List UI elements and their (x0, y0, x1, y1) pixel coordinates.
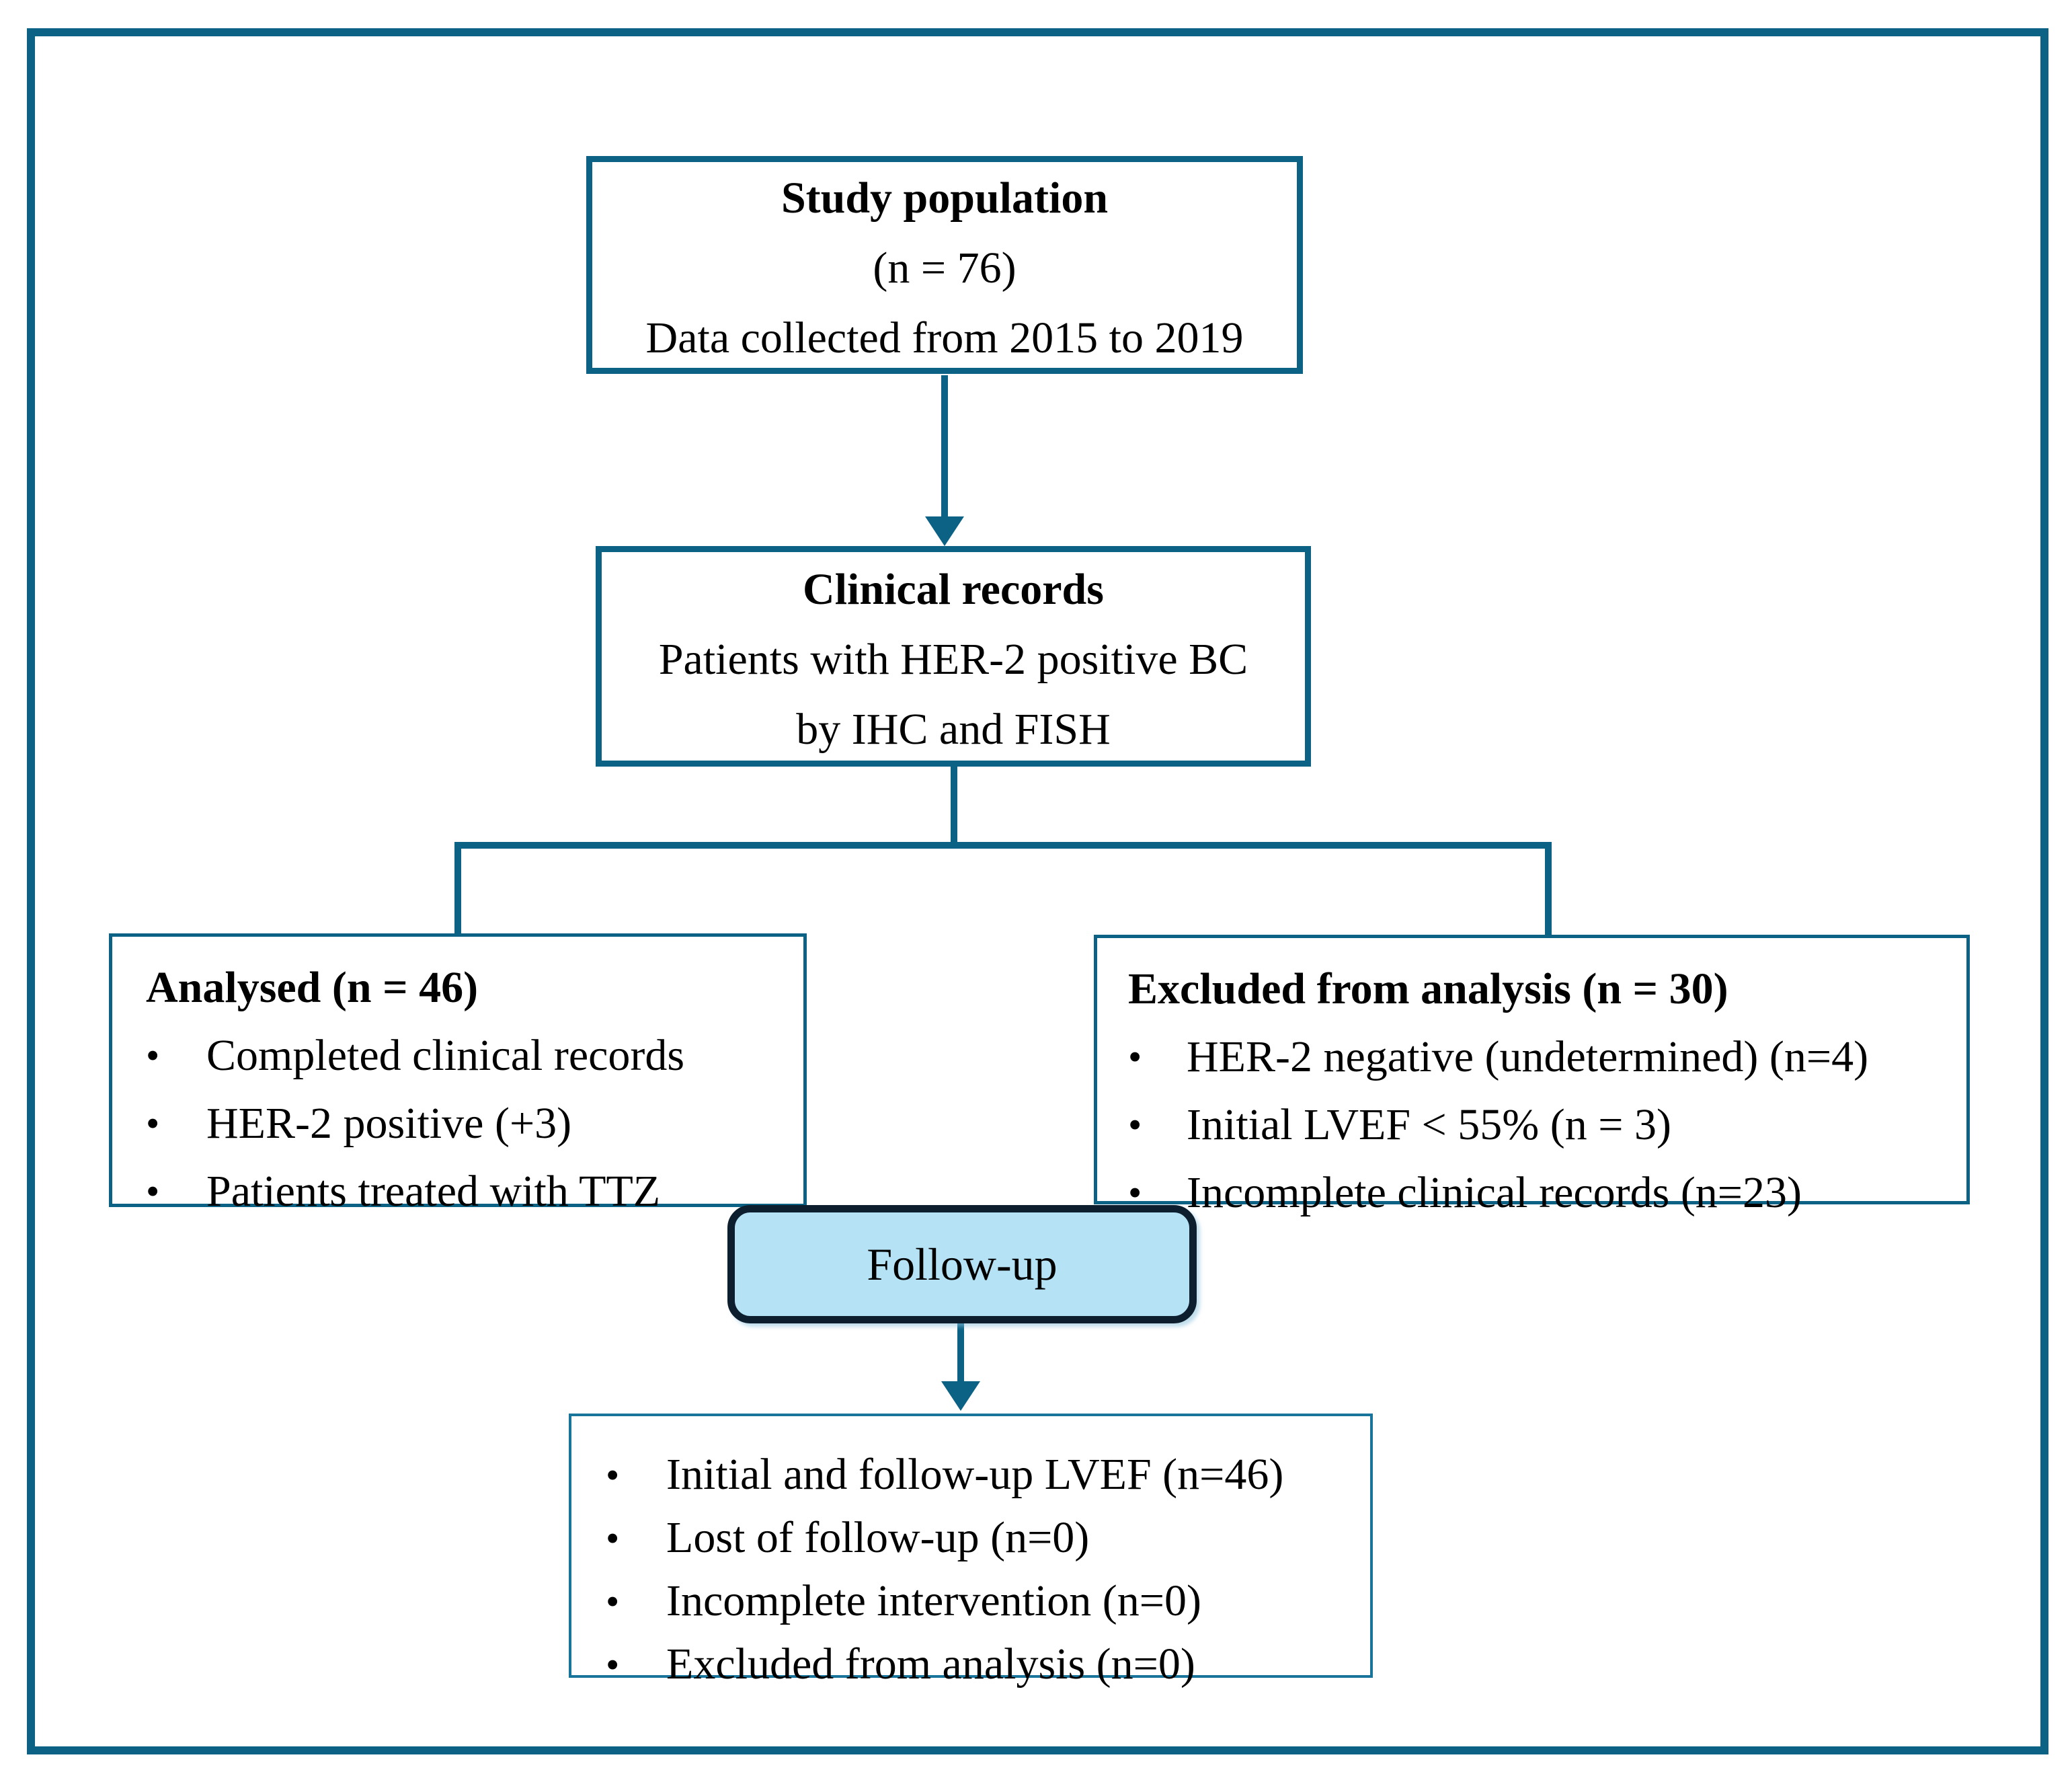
connector-line (454, 842, 1552, 849)
bullet-item: Initial LVEF < 55% (n = 3) (1128, 1091, 1956, 1159)
follow-up-detail-item: Incomplete intervention (n=0) (666, 1576, 1201, 1625)
bullet-item: Incomplete intervention (n=0) (606, 1570, 1363, 1633)
bullet-item: Excluded from analysis (n=0) (606, 1633, 1363, 1696)
connector-line (454, 842, 461, 935)
bullet-item: HER-2 positive (+3) (146, 1089, 793, 1157)
analysed-item: Completed clinical records (206, 1030, 685, 1080)
bullet-icon (606, 1453, 666, 1498)
follow-up-label: Follow-up (867, 1238, 1058, 1290)
bullet-item: Incomplete clinical records (n=23) (1128, 1159, 1956, 1227)
bullet-icon (606, 1642, 666, 1687)
bullet-icon (146, 1169, 206, 1214)
clinical-records-title: Clinical records (803, 565, 1104, 614)
bullet-icon (146, 1033, 206, 1078)
follow-up-detail-item: Excluded from analysis (n=0) (666, 1639, 1195, 1689)
connector-line (1545, 842, 1552, 936)
study-population-n: (n = 76) (873, 243, 1017, 293)
analysed-box: Analysed (n = 46) Completed clinical rec… (109, 933, 807, 1216)
bullet-item: Lost of follow-up (n=0) (606, 1506, 1363, 1570)
bullet-item: HER-2 negative (undetermined) (n=4) (1128, 1023, 1956, 1091)
bullet-icon (606, 1579, 666, 1624)
follow-up-detail-item: Initial and follow-up LVEF (n=46) (666, 1450, 1284, 1499)
connector-line (941, 375, 948, 519)
excluded-box: Excluded from analysis (n = 30) HER-2 ne… (1094, 935, 1970, 1217)
follow-up-detail-box: Initial and follow-up LVEF (n=46) Lost o… (569, 1414, 1373, 1689)
bullet-item: Patients treated with TTZ (146, 1157, 793, 1225)
connector-line (951, 767, 957, 846)
excluded-title: Excluded from analysis (n = 30) (1128, 964, 1728, 1013)
bullet-icon (606, 1516, 666, 1561)
diagram-outer-frame (27, 28, 2048, 1754)
bullet-item: Initial and follow-up LVEF (n=46) (606, 1443, 1363, 1506)
analysed-title: Analysed (n = 46) (146, 963, 479, 1012)
bullet-icon (1128, 1034, 1187, 1079)
excluded-item: Incomplete clinical records (n=23) (1187, 1167, 1802, 1217)
clinical-records-box: Clinical records Patients with HER-2 pos… (596, 546, 1311, 767)
analysed-item: HER-2 positive (+3) (206, 1098, 572, 1148)
study-population-period: Data collected from 2015 to 2019 (645, 313, 1244, 362)
clinical-records-line2: Patients with HER-2 positive BC (658, 635, 1248, 684)
study-population-title: Study population (781, 173, 1109, 223)
analysed-item: Patients treated with TTZ (206, 1166, 661, 1216)
follow-up-box: Follow-up (727, 1205, 1197, 1323)
follow-up-detail-item: Lost of follow-up (n=0) (666, 1513, 1090, 1562)
bullet-icon (146, 1101, 206, 1146)
clinical-records-line3: by IHC and FISH (796, 705, 1111, 754)
bullet-item: Completed clinical records (146, 1021, 793, 1089)
excluded-item: Initial LVEF < 55% (n = 3) (1187, 1099, 1671, 1149)
study-population-box: Study population (n = 76) Data collected… (586, 156, 1303, 374)
arrow-down-icon (925, 516, 964, 546)
bullet-icon (1128, 1102, 1187, 1147)
excluded-item: HER-2 negative (undetermined) (n=4) (1187, 1032, 1869, 1081)
connector-line (957, 1323, 964, 1383)
arrow-down-icon (941, 1381, 980, 1411)
